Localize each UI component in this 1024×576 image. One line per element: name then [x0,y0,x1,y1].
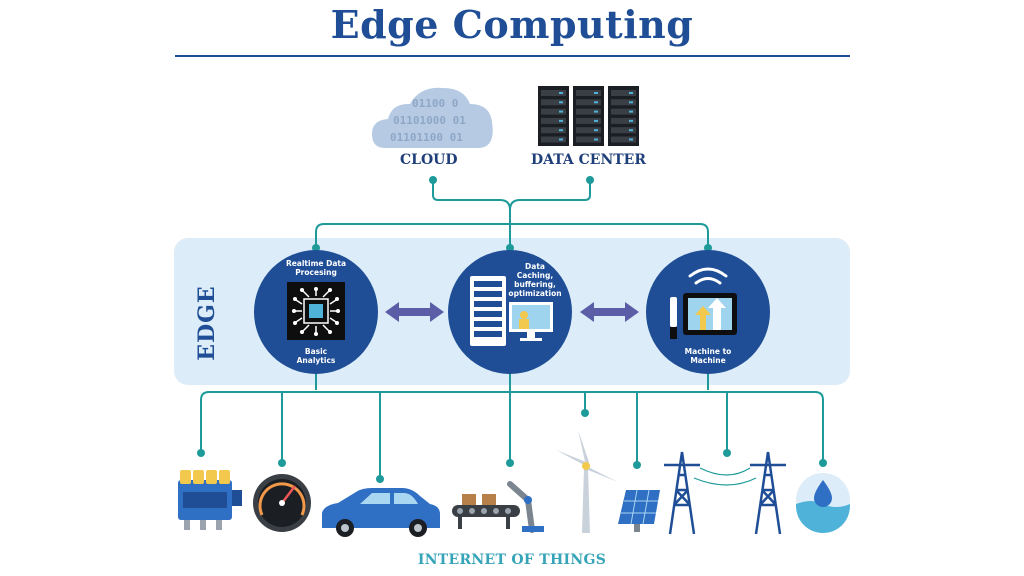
server-slot [611,90,636,96]
cloud-connector-dot [429,176,437,184]
server-slot [576,127,601,134]
server-led [629,129,633,132]
server-slot [576,90,601,96]
edge-label: EDGE [194,285,220,361]
server-slot [611,127,636,134]
server-led [594,119,598,122]
server-led [594,110,598,113]
node-text-line: Machine [690,356,726,365]
server-monitor-icon [470,276,553,346]
server-slot [611,117,636,124]
cloud-binary-line: 01101100 01 [390,131,463,144]
page-title: Edge Computing [330,2,694,47]
server-slot [576,99,601,106]
server-led [559,119,563,122]
robot-arm-conveyor-icon [452,481,544,533]
node-text-line: Machine to [684,347,732,356]
node-text-line: Realtime Data [285,259,347,268]
server-led [629,92,633,94]
cloud-binary-line: 01101000 01 [393,114,466,127]
node-text-line: Basic [304,347,328,356]
node-connector-dot [506,244,514,252]
server-slot [541,108,566,115]
server-slot [541,136,566,143]
node-connector-dot [704,244,712,252]
iot-label: INTERNET OF THINGS [417,552,607,568]
node-text-line: Analytics [296,356,336,365]
cloud-label: CLOUD [400,152,458,168]
server-led [559,110,563,113]
node-bottom-text: Basic Analytics [276,347,356,365]
server-slot [576,117,601,124]
server-slot [541,99,566,106]
cpu-chip-icon [287,282,345,340]
node-text-line: Procesing [295,268,337,277]
node-connector-dot [312,244,320,252]
node-text-line: Caching, [516,271,554,280]
server-rack-icon [538,86,639,146]
server-slot [541,117,566,124]
server-led [629,110,633,113]
server-slot [576,108,601,115]
wireless-tablet-icon [670,267,737,339]
server-slot [541,90,566,96]
car-icon [322,488,440,537]
gauge-icon [253,474,311,532]
server-led [594,92,598,94]
server-slot [541,127,566,134]
server-led [629,138,633,141]
cloud-binary-line: 01100 0 [412,97,458,110]
node-top-text: Data Caching, buffering, optimization [500,262,570,298]
node-text-line: optimization [508,289,562,298]
node-text-line: Data [525,262,545,271]
server-led [594,129,598,132]
server-led [594,138,598,141]
double-arrow-icon [385,302,639,322]
server-slot [611,108,636,115]
power-tower-icon [664,451,786,535]
server-led [594,101,598,104]
engine-icon [178,470,242,530]
server-led [559,138,563,141]
node-top-text: Realtime Data Procesing [276,259,356,277]
solar-panel-icon [618,489,660,532]
title-divider [175,55,850,57]
water-drop-icon [796,473,850,533]
bottom-connectors [200,374,824,478]
datacenter-label: DATA CENTER [531,152,646,168]
server-led [629,101,633,104]
server-slot [611,136,636,143]
node-bottom-text: Machine to Machine [668,347,748,365]
server-led [559,101,563,104]
server-slot [611,99,636,106]
top-connectors [315,180,709,248]
server-led [629,119,633,122]
server-slot [576,136,601,143]
wind-turbine-icon [556,430,618,533]
server-led [559,92,563,94]
cloud-icon [372,87,493,148]
node-text-line: buffering, [514,280,556,289]
server-led [559,129,563,132]
datacenter-connector-dot [586,176,594,184]
edge-label-box: EDGE [187,285,227,361]
